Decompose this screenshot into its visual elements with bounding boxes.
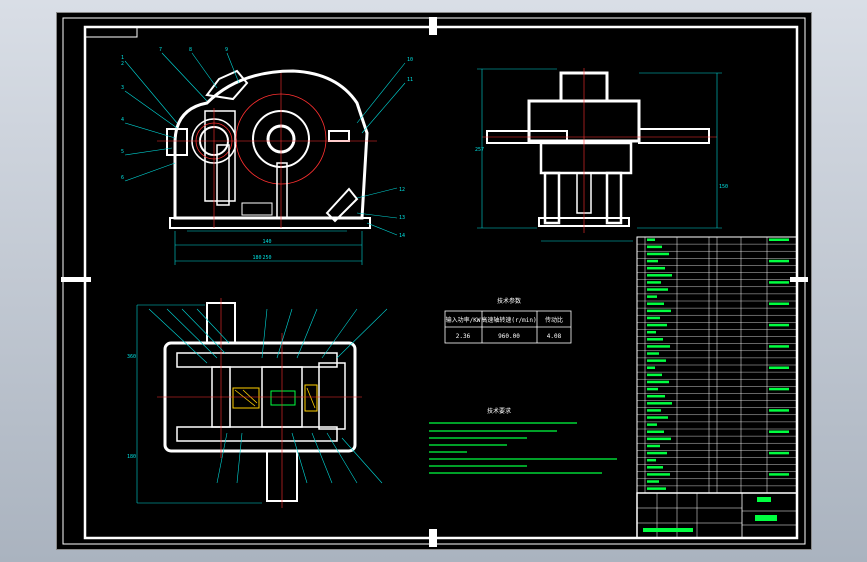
parts-row-text: [647, 380, 669, 384]
parts-row-text: [647, 487, 666, 490]
dim-plan-height: 360: [127, 354, 136, 360]
parts-row-text: [647, 402, 672, 405]
parts-row-text: [647, 387, 658, 391]
title-block: [636, 492, 798, 539]
parts-row-text: [647, 323, 667, 327]
center-mark-bottom: [429, 529, 437, 547]
svg-text:12: 12: [399, 187, 405, 193]
parts-row-text: [647, 274, 672, 277]
svg-text:7: 7: [159, 47, 162, 53]
parts-row-text: [647, 245, 662, 249]
parts-row-standard: [769, 387, 789, 391]
svg-text:11: 11: [407, 77, 413, 83]
params-value-power: 2.36: [456, 333, 471, 340]
tech-title: 技术要求: [487, 407, 511, 415]
code-box: [84, 26, 138, 38]
inner-frame: [83, 25, 799, 540]
parts-row-text: [647, 430, 664, 433]
parts-row-text: [647, 437, 671, 441]
parts-row-text: [647, 359, 666, 362]
params-table: 技术参数 输入功率/KW 高速轴转速(r/min) 传动比 2.36 960.0…: [444, 297, 572, 344]
parts-row-text: [647, 409, 661, 412]
svg-text:9: 9: [225, 47, 228, 53]
parts-row-text: [647, 423, 657, 426]
params-header-ratio: 传动比: [545, 316, 563, 324]
parts-row-standard: [769, 430, 789, 433]
svg-text:8: 8: [189, 47, 192, 53]
svg-text:4: 4: [121, 117, 124, 123]
svg-text:150: 150: [719, 184, 728, 190]
parts-row-text: [647, 295, 657, 298]
parts-row-text: [647, 466, 663, 469]
parts-row-text: [647, 444, 660, 448]
parts-row-text: [647, 345, 670, 348]
params-header-speed: 高速轴转速(r/min): [481, 316, 536, 324]
parts-row-text: [647, 338, 663, 341]
svg-text:180: 180: [127, 454, 136, 460]
svg-text:13: 13: [399, 215, 405, 221]
plan-view: 360 180: [127, 298, 388, 508]
parts-row-text: [647, 288, 668, 291]
dim-front-total: 250: [262, 255, 271, 261]
parts-row-text: [647, 451, 667, 455]
params-title: 技术参数: [497, 297, 521, 305]
svg-text:2: 2: [121, 61, 124, 67]
parts-row-text: [647, 480, 659, 483]
parts-row-standard: [769, 259, 789, 263]
parts-row-text: [647, 259, 658, 263]
parts-row-standard: [769, 473, 789, 476]
parts-row-standard: [769, 281, 789, 284]
parts-row-text: [647, 281, 661, 284]
parts-row-text: [647, 366, 655, 369]
parts-row-text: [647, 266, 665, 270]
svg-text:10: 10: [407, 57, 413, 63]
parts-row-text: [647, 394, 665, 398]
parts-list: [636, 236, 798, 494]
center-mark-left: [61, 277, 91, 282]
params-value-ratio: 4.08: [547, 333, 562, 340]
front-view: 12 3 4 5 6 7 8 9 10 11 12 13 14 180 250 140: [121, 47, 413, 265]
tech-text-lines: [429, 422, 617, 474]
parts-row-standard: [769, 345, 789, 348]
svg-text:14: 14: [399, 233, 405, 239]
center-mark-right: [790, 277, 808, 282]
parts-row-text: [647, 316, 660, 320]
parts-row-text: [647, 473, 670, 476]
dim-front-inner: 180: [252, 255, 261, 261]
outer-frame: [62, 17, 806, 545]
parts-row-standard: [769, 238, 789, 241]
svg-text:5: 5: [121, 149, 124, 155]
svg-text:1: 1: [121, 55, 124, 61]
params-value-speed: 960.00: [498, 333, 520, 340]
parts-row-text: [647, 330, 656, 334]
parts-row-text: [647, 238, 655, 241]
dim-front-base: 140: [262, 239, 271, 245]
parts-row-standard: [769, 323, 789, 327]
parts-row-text: [647, 302, 664, 305]
svg-text:3: 3: [121, 85, 124, 91]
params-header-power: 输入功率/KW: [446, 316, 481, 324]
dim-side-height: 257: [475, 147, 484, 153]
parts-row-standard: [769, 409, 789, 412]
parts-row-standard: [769, 451, 789, 455]
side-view: 257 150: [475, 68, 728, 242]
parts-row-standard: [769, 366, 789, 369]
drawing-canvas: 12 3 4 5 6 7 8 9 10 11 12 13 14 180 250 140: [61, 17, 808, 547]
center-mark-top: [429, 17, 437, 35]
parts-row-text: [647, 416, 668, 419]
parts-row-text: [647, 458, 656, 462]
parts-row-text: [647, 373, 662, 377]
parts-row-standard: [769, 302, 789, 305]
tech-requirements: 技术要求: [429, 407, 617, 474]
parts-row-text: [647, 252, 669, 256]
parts-row-text: [647, 352, 659, 355]
parts-row-text: [647, 309, 671, 313]
svg-text:6: 6: [121, 175, 124, 181]
